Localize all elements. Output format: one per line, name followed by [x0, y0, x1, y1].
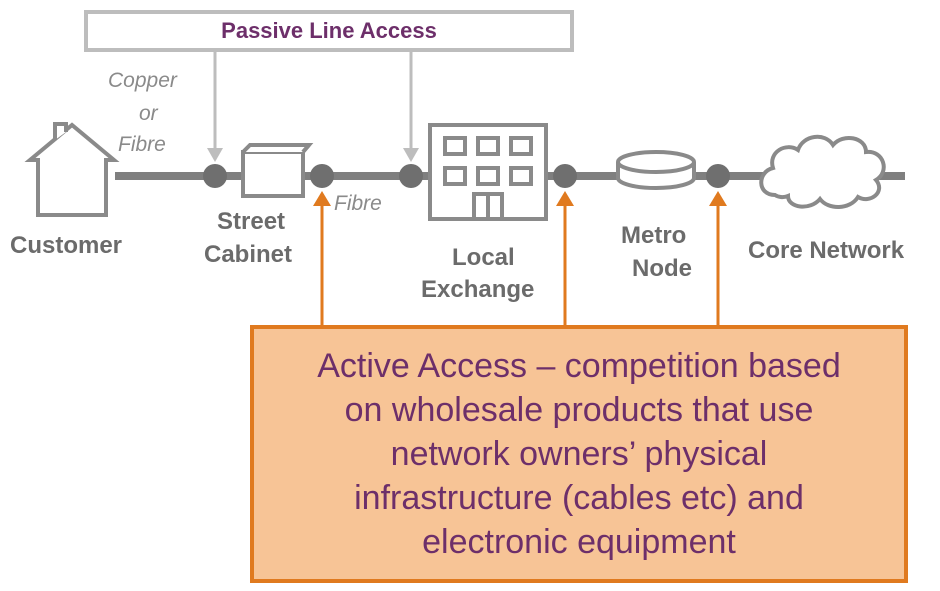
- passive-arrows: [207, 52, 419, 162]
- core-network-cloud-icon: [759, 134, 886, 209]
- active-access-line-1: Active Access – competition based: [317, 347, 841, 385]
- or-label: or: [139, 102, 158, 125]
- node-dot: [553, 164, 577, 188]
- metro-node-label-line2: Node: [632, 255, 692, 282]
- active-access-line-3: network owners’ physical: [390, 435, 768, 473]
- node-dot: [310, 164, 334, 188]
- customer-label: Customer: [10, 232, 123, 259]
- local-exchange-building-icon: [428, 123, 548, 221]
- core-network-label: Core Network: [748, 237, 905, 264]
- node-dot: [706, 164, 730, 188]
- active-arrows: [313, 191, 727, 325]
- copper-label: Copper: [108, 69, 177, 92]
- metro-node-router-icon: [616, 150, 696, 190]
- street-cabinet-label-line1: Street: [217, 208, 286, 235]
- local-exchange-label-line1: Local: [452, 244, 515, 271]
- passive-line-access-title: Passive Line Access: [221, 18, 437, 43]
- fibre-label-left: Fibre: [118, 133, 166, 156]
- active-access-line-5: electronic equipment: [422, 523, 736, 561]
- fibre-label: Fibre: [334, 192, 382, 215]
- passive-line-access-box: Passive Line Access: [84, 10, 574, 52]
- metro-node-label-line1: Metro: [621, 222, 687, 249]
- street-cabinet-label-line2: Cabinet: [204, 241, 293, 268]
- active-access-line-4: infrastructure (cables etc) and: [354, 479, 804, 517]
- active-access-line-2: on wholesale products that use: [344, 391, 814, 429]
- local-exchange-label-line2: Exchange: [421, 276, 535, 303]
- node-dot: [399, 164, 423, 188]
- street-cabinet-icon: [241, 143, 314, 198]
- house-icon: [24, 122, 120, 217]
- active-access-box: Active Access – competition based on who…: [250, 325, 908, 583]
- node-dot: [203, 164, 227, 188]
